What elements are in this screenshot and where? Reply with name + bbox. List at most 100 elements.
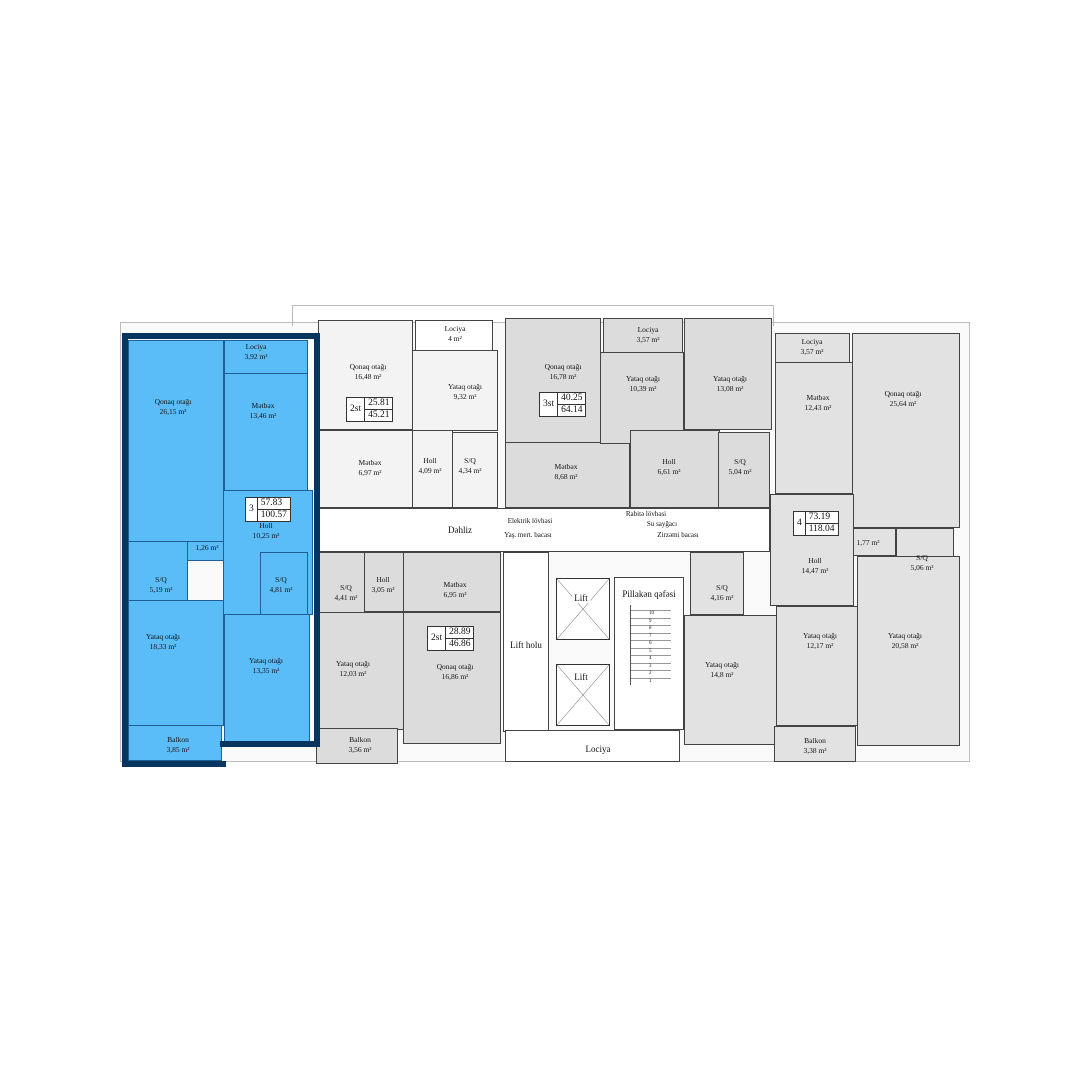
apartment-number: 3st — [540, 393, 559, 416]
wet-shaft-label: Yaş. mert. bacası — [504, 531, 552, 539]
room-bedroom-2 — [224, 614, 310, 742]
room-kitchen — [403, 552, 501, 612]
room-label: 1,26 m² — [195, 543, 219, 552]
stair-step — [631, 647, 671, 649]
corridor — [318, 508, 770, 552]
stair-number: 9 — [649, 618, 652, 624]
roof-edge — [292, 305, 774, 326]
stair-number: 5 — [649, 648, 652, 654]
room-bathroom — [718, 432, 770, 508]
lift-hall-label: Lift holu — [510, 640, 542, 650]
total-area: 45.21 — [368, 410, 390, 420]
room-bathroom-2 — [260, 552, 308, 616]
room-bathroom — [452, 432, 498, 508]
living-area: 57.83 — [257, 498, 290, 510]
room-label: 1,77 m² — [856, 538, 880, 547]
room-balcony — [774, 726, 856, 762]
living-area: 40.25 — [558, 393, 586, 405]
room-bathroom-2 — [690, 552, 744, 615]
stair-step — [631, 640, 671, 641]
room-bedroom-2 — [684, 318, 772, 430]
total-area: 46.86 — [449, 639, 471, 649]
apartment-outline — [220, 333, 320, 747]
stairs: 1 2 3 4 5 6 7 8 9 10 — [630, 605, 671, 685]
loggia-core — [505, 730, 680, 762]
water-meter-label: Su sayğacı — [646, 520, 678, 528]
total-area: 64.14 — [561, 405, 583, 415]
room-hall — [630, 430, 720, 508]
room-storage — [852, 528, 896, 556]
room-bathroom-1 — [128, 541, 188, 601]
room-bedroom-1 — [128, 600, 224, 726]
room-balcony — [128, 725, 222, 761]
stair-number: 2 — [649, 671, 652, 676]
comm-panel-label: Rabitə lövhəsi — [625, 510, 667, 518]
lift-shaft-1 — [556, 578, 610, 640]
stair-step — [631, 670, 671, 671]
stairwell-label: Pillakən qəfəsi — [622, 589, 676, 599]
stair-number: 1 — [649, 678, 652, 684]
room-kitchen — [224, 373, 308, 491]
room-bedroom-3 — [684, 615, 777, 745]
room-hall — [364, 552, 404, 612]
stair-step — [631, 632, 671, 634]
corridor-label: Dəhliz — [448, 525, 472, 535]
stair-number: 4 — [649, 656, 652, 661]
stair-step — [631, 677, 671, 679]
loggia-core-label: Lociya — [585, 744, 611, 754]
room-loggia — [415, 320, 493, 351]
living-area: 73.19 — [805, 512, 838, 524]
stair-number: 8 — [649, 626, 652, 631]
apartment-number: 2st — [347, 398, 366, 421]
stair-step — [631, 655, 671, 656]
room-loggia — [775, 333, 850, 363]
stairwell — [614, 577, 684, 730]
electric-panel-label: Elektrik lövhəsi — [507, 517, 553, 525]
living-area: 25.81 — [365, 398, 393, 410]
stair-number: 7 — [649, 633, 652, 639]
room-living — [852, 333, 960, 528]
room-bedroom-1 — [776, 606, 858, 726]
stair-number: 3 — [649, 663, 652, 669]
living-area: 28.89 — [446, 627, 474, 639]
stair-step — [631, 617, 671, 619]
stair-number: 6 — [649, 641, 652, 646]
apartment-number: 2st — [428, 627, 447, 650]
apartment-outline — [122, 333, 226, 767]
stair-number: 10 — [649, 611, 654, 616]
total-area: 118.04 — [808, 524, 835, 534]
room-kitchen — [505, 442, 630, 508]
stair-step — [631, 625, 671, 626]
room-bedroom-2 — [857, 556, 960, 746]
